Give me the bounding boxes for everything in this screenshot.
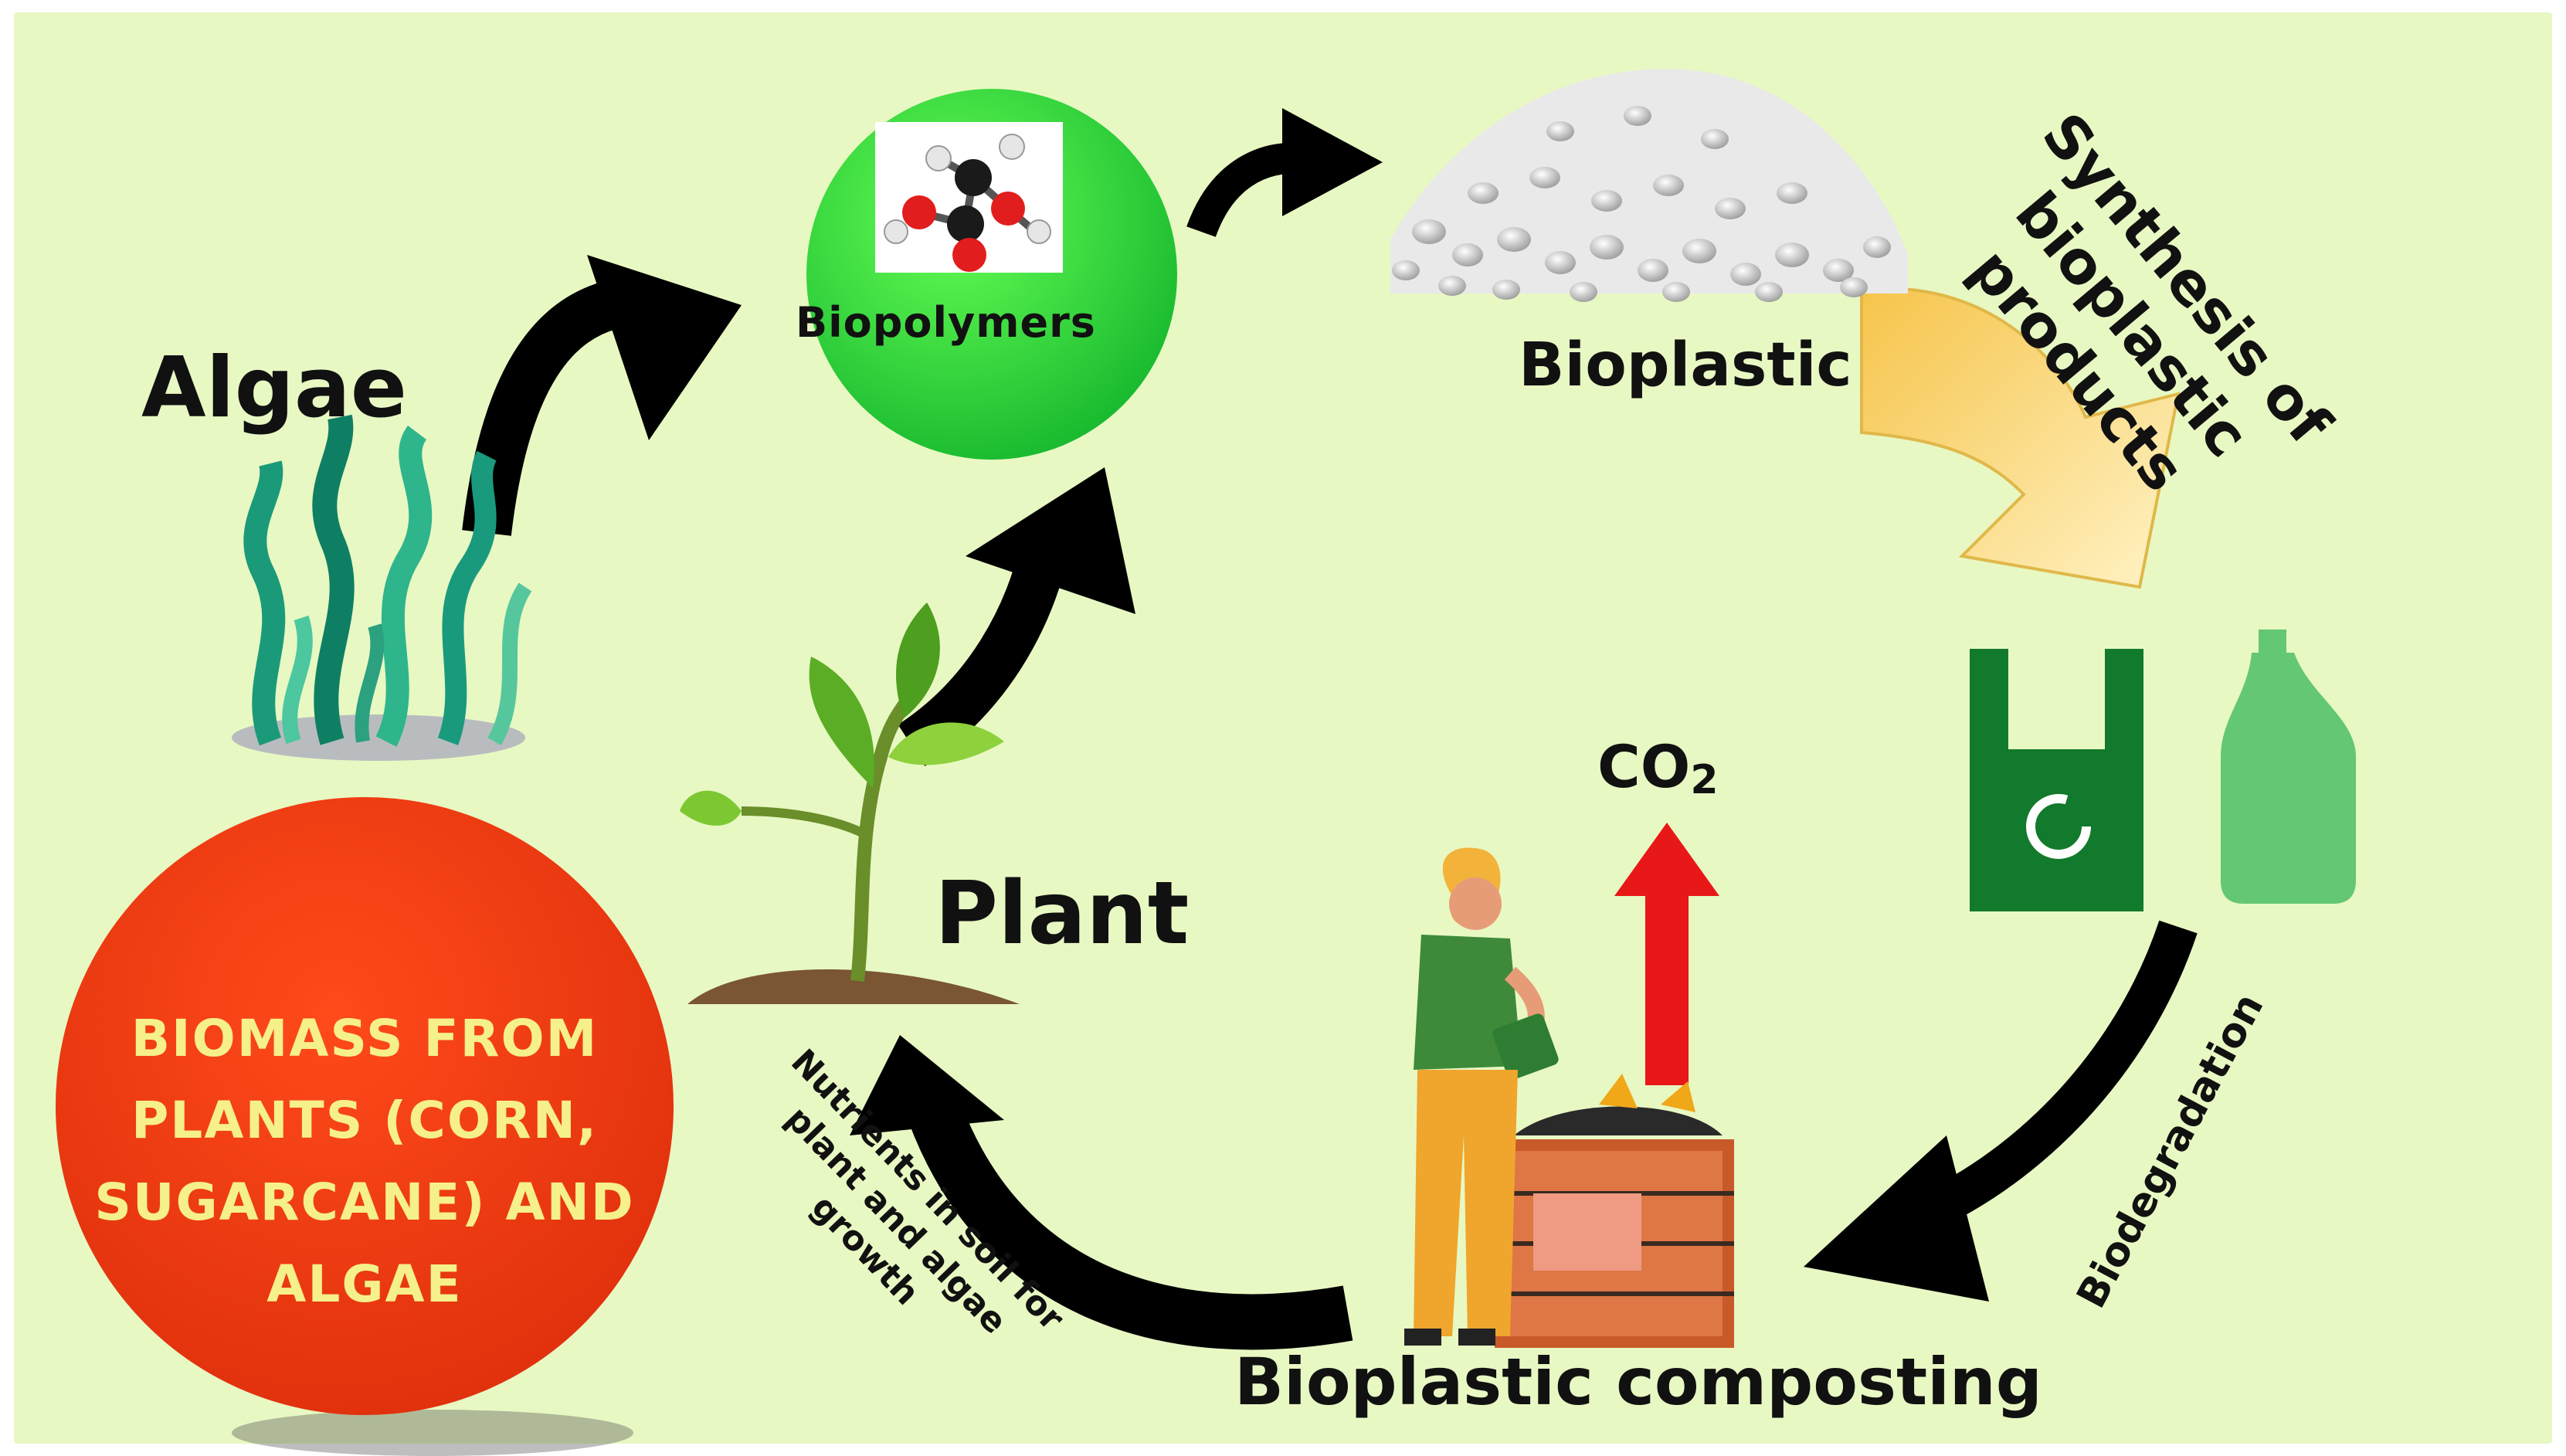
co2-label: CO2 xyxy=(1597,732,1719,803)
bioplastic-label: Bioplastic xyxy=(1519,331,1852,400)
molecule-icon xyxy=(884,134,1051,272)
co2-arrow xyxy=(1614,823,1719,1085)
arrow-biopolymers-to-bioplastic xyxy=(1186,108,1383,238)
arrow-algae-to-biopolymers xyxy=(462,255,742,536)
composting-label: Bioplastic composting xyxy=(1234,1344,2042,1420)
compost-bin-icon xyxy=(1495,1074,1734,1348)
co2-main-text: CO xyxy=(1597,732,1691,801)
pellets-icon xyxy=(1390,69,1908,302)
arrow-products-to-composting xyxy=(1804,920,2198,1302)
biopolymers-label: Biopolymers xyxy=(796,298,1096,347)
plant-label: Plant xyxy=(935,864,1190,964)
arrow-plant-to-biopolymers xyxy=(898,467,1135,766)
seaweed-icon xyxy=(232,414,532,761)
biomass-label: BIOMASS FROM PLANTS (CORN, SUGARCANE) AN… xyxy=(94,1009,635,1314)
co2-subscript: 2 xyxy=(1690,757,1719,803)
bag-icon xyxy=(1970,649,2143,911)
synthesis-arrow xyxy=(1860,287,2181,589)
sprout-icon xyxy=(680,602,1020,1004)
algae-label: Algae xyxy=(141,340,408,436)
bottle-icon xyxy=(2221,630,2356,904)
person-icon xyxy=(1404,847,1559,1346)
arrow-composting-to-plant xyxy=(850,1035,1353,1350)
biomass-circle xyxy=(56,797,674,1456)
biopolymers-circle xyxy=(806,89,1177,460)
